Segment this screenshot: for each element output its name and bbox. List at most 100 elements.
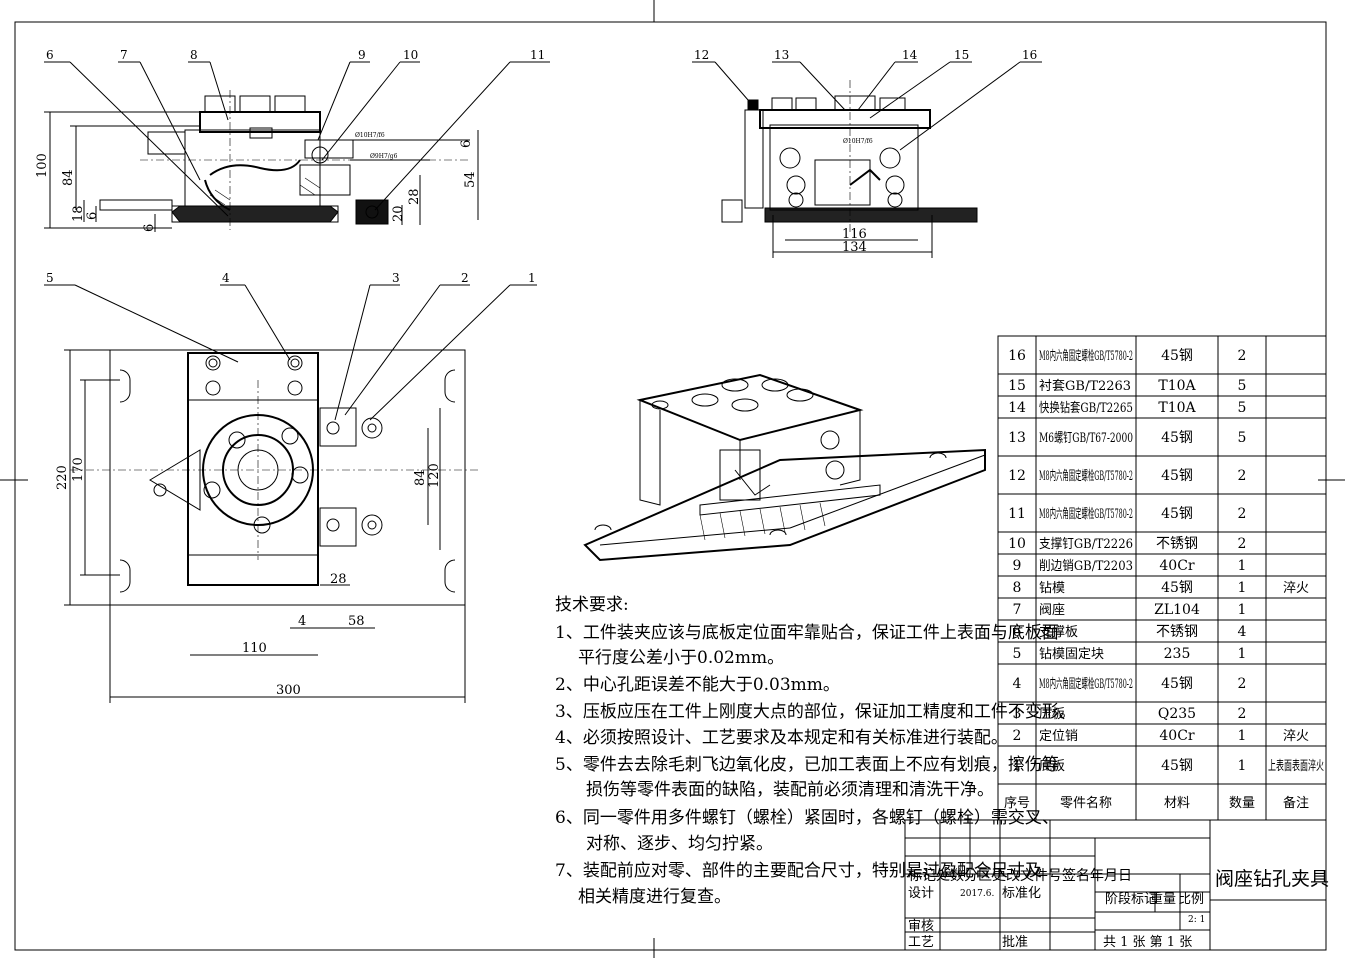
tech-line-5: 5、零件去去除毛刺飞边氧化皮，已加工表面上不应有划痕，擦伤等 — [555, 755, 1059, 775]
tech-line-2: 2、中心孔距误差不能大于0.03mm。 — [555, 675, 840, 695]
bom-row-qty: 1 — [1238, 758, 1247, 774]
callout-4: 4 — [222, 271, 230, 285]
plan-view: 220 170 84 120 28 4 58 110 300 5 4 3 2 1 — [44, 271, 537, 703]
bom-row-material: 45钢 — [1161, 506, 1193, 522]
dim-4: 4 — [298, 614, 306, 629]
callout-8: 8 — [190, 48, 198, 62]
tb-date: 2017.6. — [960, 889, 994, 899]
dim-100: 100 — [35, 153, 50, 178]
dim-220: 220 — [55, 465, 70, 490]
dim-116: 116 — [842, 227, 867, 242]
bom-row-no: 16 — [1008, 348, 1026, 364]
bom-row-qty: 5 — [1238, 400, 1247, 416]
bom-row-material: 45钢 — [1161, 676, 1193, 692]
bom-row-qty: 1 — [1238, 558, 1247, 574]
bom-header-note: 备注 — [1283, 795, 1309, 811]
tb-approve: 批准 — [1002, 935, 1028, 950]
tech-line-4: 4、必须按照设计、工艺要求及本规定和有关标准进行装配。 — [555, 728, 1008, 748]
technical-requirements: 技术要求: 1、工件装夹应该与底板定位面牢靠贴合，保证工件上表面与底板面 平行度… — [555, 595, 1076, 907]
tech-line-1: 1、工件装夹应该与底板定位面牢靠贴合，保证工件上表面与底板面 — [555, 623, 1059, 643]
bom-row-name: 削边销GB/T2203 — [1039, 559, 1133, 574]
bom-row-note: 上表面表面淬火 — [1268, 759, 1324, 774]
bom-row-material: 40Cr — [1159, 728, 1195, 744]
dim-6b: 6 — [142, 224, 157, 232]
bom-row-material: 45钢 — [1161, 468, 1193, 484]
tb-stage: 阶段标记 — [1105, 892, 1157, 907]
bom-row-name: 底板 — [1039, 758, 1065, 774]
callout-12: 12 — [694, 48, 709, 62]
bom-row-material: 45钢 — [1161, 348, 1193, 364]
callout-1: 1 — [528, 271, 536, 285]
callout-10: 10 — [403, 48, 418, 62]
bom-row-qty: 1 — [1238, 646, 1247, 662]
callout-2: 2 — [461, 271, 469, 285]
bom-row-material: 45钢 — [1161, 430, 1193, 446]
bom-row-no: 12 — [1008, 468, 1026, 484]
bom-row-material: ZL104 — [1154, 602, 1200, 618]
tb-standard: 标准化 — [1002, 886, 1041, 901]
bom-row-no: 14 — [1008, 400, 1026, 416]
bom-row-material: 45钢 — [1161, 758, 1193, 774]
bom-header-material: 材料 — [1164, 796, 1190, 811]
bom-row-name: 快换钻套GB/T2265 — [1039, 400, 1133, 416]
bom-row-no: 11 — [1008, 506, 1026, 522]
bom-row-material: T10A — [1158, 378, 1196, 394]
bom-row-no: 5 — [1013, 646, 1022, 662]
callout-3: 3 — [392, 271, 400, 285]
tb-process: 工艺 — [908, 935, 934, 950]
bom-row-qty: 2 — [1238, 676, 1247, 692]
bom-row-material: Q235 — [1158, 706, 1196, 722]
tb-drawing-name: 阀座钻孔夹具 — [1215, 868, 1329, 890]
tb-design: 设计 — [908, 886, 934, 901]
bom-row-qty: 4 — [1238, 624, 1247, 640]
dim-84-plan: 84 — [413, 469, 428, 486]
bom-row-qty: 2 — [1238, 468, 1247, 484]
bom-header-name: 零件名称 — [1060, 795, 1112, 811]
callout-7: 7 — [120, 48, 128, 62]
tb-review: 审核 — [908, 919, 934, 934]
tech-line-1b: 平行度公差小于0.02mm。 — [578, 648, 784, 668]
bom-row-name: 衬套GB/T2263 — [1039, 378, 1131, 394]
tech-line-6: 6、同一零件用多件螺钉（螺栓）紧固时，各螺钉（螺栓）需交叉、 — [555, 808, 1059, 828]
tech-line-3: 3、压板应压在工件上刚度大点的部位，保证加工精度和工件不变形。 — [555, 702, 1076, 722]
bom-row-name: 压板 — [1039, 707, 1065, 722]
bom-row-material: T10A — [1158, 400, 1196, 416]
dim-28-plan: 28 — [330, 572, 347, 587]
dim-54: 54 — [463, 171, 478, 188]
dim-84: 84 — [61, 169, 76, 186]
title-block: 标记处数分区更改文件号签名年月日 设计 2017.6. 标准化 阶段标记 重量 … — [904, 819, 1329, 951]
tb-scale-label: 比例 — [1178, 892, 1204, 907]
bom-row-note: 淬火 — [1283, 581, 1309, 596]
tech-line-5b: 损伤等零件表面的缺陷，装配前必须清理和清洗干净。 — [586, 780, 994, 800]
bom-row-material: 45钢 — [1161, 580, 1193, 596]
bom-row-qty: 2 — [1238, 536, 1247, 552]
bom-row-no: 13 — [1008, 430, 1026, 446]
fit-10h7-f6: Ø10H7/f6 — [355, 132, 385, 139]
isometric-view — [583, 373, 986, 562]
bom-row-qty: 1 — [1238, 728, 1247, 744]
bom-row-material: 不锈钢 — [1156, 624, 1198, 640]
bom-row-qty: 5 — [1238, 430, 1247, 446]
bom-row-name: 钻模 — [1039, 581, 1065, 596]
callout-13: 13 — [774, 48, 789, 62]
tech-line-7b: 相关精度进行复查。 — [578, 887, 731, 907]
bom-row-no: 1 — [1013, 758, 1022, 774]
bom-row-name: M8内六角固定螺栓GB/T5780-2 — [1039, 506, 1133, 522]
fit-side: Ø10H7/f6 — [843, 138, 873, 145]
bom-row-qty: 2 — [1238, 706, 1247, 722]
bom-row-no: 7 — [1013, 602, 1022, 618]
bom-row-no: 15 — [1008, 378, 1026, 394]
callout-11: 11 — [530, 48, 545, 62]
bom-row-material: 235 — [1164, 646, 1191, 662]
callout-9: 9 — [358, 48, 366, 62]
callout-5: 5 — [46, 271, 54, 285]
bom-row-no: 8 — [1013, 580, 1022, 596]
tech-line-7: 7、装配前应对零、部件的主要配合尺寸，特别是过盈配合尺寸及 — [555, 861, 1042, 881]
bom-row-name: M6螺钉GB/T67-2000 — [1039, 431, 1133, 446]
bom-row-material: 40Cr — [1159, 558, 1195, 574]
bom-row-name: 阀座 — [1039, 603, 1065, 618]
bom-row-no: 4 — [1013, 676, 1022, 692]
tb-weight: 重量 — [1150, 891, 1176, 907]
